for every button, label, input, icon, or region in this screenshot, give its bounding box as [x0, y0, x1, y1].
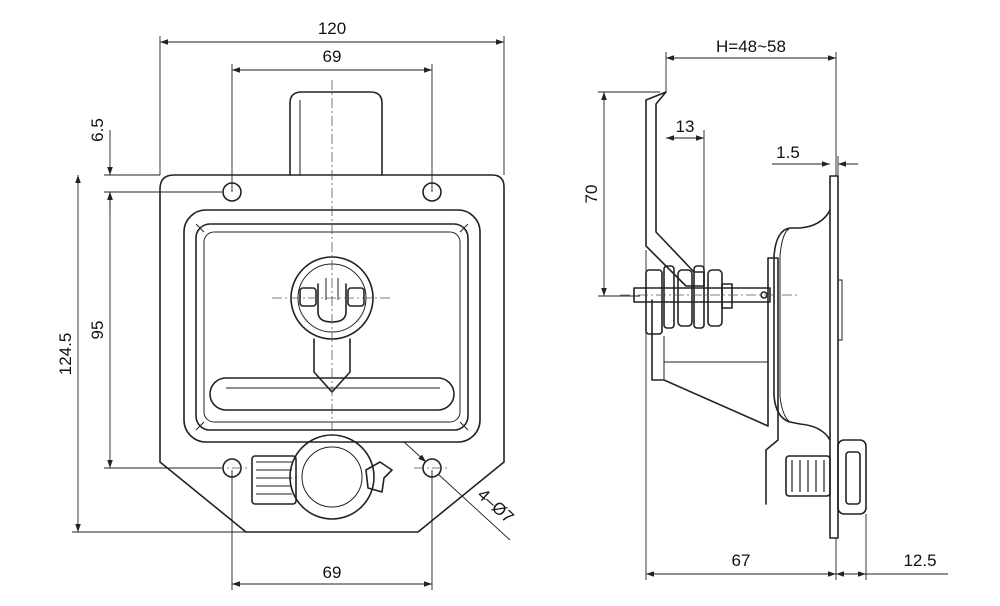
shaft-assembly — [633, 265, 771, 335]
dim-67-label: 67 — [732, 551, 751, 570]
lower-bracket — [651, 257, 779, 505]
dimension-flange: 1.5 — [772, 143, 858, 176]
lock-cylinder — [251, 434, 393, 520]
dim-120-label: 120 — [318, 19, 346, 38]
dimension-cylinder: 12.5 — [836, 514, 948, 580]
dimension-total-width: 120 — [159, 19, 505, 175]
dimension-hole-spacing-bottom: 69 — [231, 470, 433, 590]
dimension-hole-spacing-vertical: 95 — [88, 192, 222, 469]
dimension-total-height: 124.5 — [56, 175, 246, 533]
dimension-thickness: H=48~58 — [665, 37, 837, 176]
dimension-handle-offset: 13 — [666, 117, 705, 270]
dim-thickness-label: H=48~58 — [716, 37, 786, 56]
side-view: H=48~58 13 1.5 70 67 — [582, 37, 948, 580]
flange-plate — [829, 175, 843, 539]
dim-95-label: 95 — [88, 321, 107, 340]
dim-holes-label: 4–Ø7 — [474, 485, 518, 527]
dim-124-5-label: 124.5 — [56, 333, 75, 376]
bolt-housing — [289, 91, 383, 176]
dim-1-5-label: 1.5 — [776, 143, 800, 162]
pan-body — [773, 209, 831, 441]
dimension-top-offset: 6.5 — [88, 118, 222, 210]
dim-12-5-label: 12.5 — [903, 551, 936, 570]
dimension-hole-spacing-top: 69 — [231, 47, 433, 192]
dim-13-label: 13 — [676, 117, 695, 136]
dim-6-5-label: 6.5 — [88, 118, 107, 142]
lock-cylinder-side — [785, 439, 867, 515]
outer-plate — [159, 174, 505, 533]
dimension-handle-height: 70 — [582, 91, 660, 297]
dim-70-label: 70 — [582, 185, 601, 204]
dimension-depth: 67 — [645, 250, 837, 580]
dimension-holes-leader: 4–Ø7 — [403, 441, 518, 541]
dim-69-bottom-label: 69 — [323, 563, 342, 582]
front-view: 120 69 69 6.5 124.5 — [56, 19, 517, 590]
dim-69-top-label: 69 — [323, 47, 342, 66]
